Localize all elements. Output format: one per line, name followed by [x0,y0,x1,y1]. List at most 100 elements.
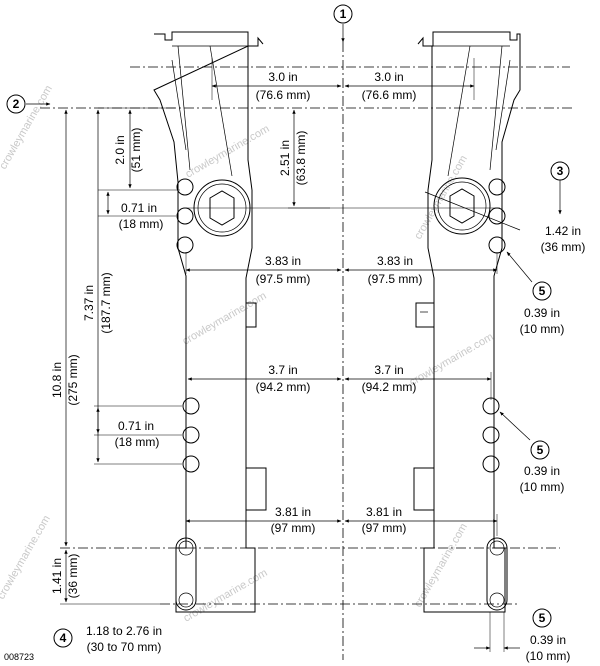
dim-383-left-mm: (97.5 mm) [256,272,311,286]
leader-line [506,251,533,283]
callout-3-number: 3 [557,164,564,178]
callouts: 1 2 3 4 5 5 5 [6,4,570,648]
dim-141-in: 1.41 in [50,558,64,594]
right-slot-bottom [489,592,505,608]
dim-383-left-in: 3.83 in [265,254,301,268]
callout-circle [53,628,73,648]
dim-251-in: 2.51 in [278,140,292,176]
dim-383-right-mm: (97.5 mm) [368,272,423,286]
right-hole [482,426,500,444]
left-hole [176,207,194,225]
dim-251-mm: (63.8 mm) [294,131,308,186]
dim-141-mm: (36 mm) [66,554,80,599]
left-hole [176,236,194,254]
dim-top-left-mm: (76.6 mm) [256,88,311,102]
leader-line [499,411,531,441]
callout-circle [532,281,552,301]
right-bracket [413,31,521,613]
dim-737-mm: (187.7 mm) [99,272,113,333]
dim-top-right-mm: (76.6 mm) [362,88,417,102]
dim-top-left-in: 3.0 in [268,70,297,84]
callout-5-number: 5 [539,611,546,625]
callout-circle [530,440,550,460]
watermark: crowleymarine.com [412,521,470,609]
dimension-labels: 3.0 in (76.6 mm) 3.0 in (76.6 mm) 0.71 i… [86,70,585,663]
dim-37-right-in: 3.7 in [374,363,403,377]
dim-071-lower-in: 0.71 in [118,419,154,433]
right-bolt-boss [433,177,491,235]
leader-line [424,191,521,231]
dim-slot-range-in: 1.18 to 2.76 in [86,624,162,638]
dim-slot-range-mm: (30 to 70 mm) [87,640,162,654]
dim-071-top-mm: (18 mm) [119,217,164,231]
right-bolt-boss-inner [437,181,487,231]
dim-108-mm: (275 mm) [66,354,80,405]
right-bolt-head [449,188,475,224]
dim-20-in: 2.0 in [113,135,127,164]
dim-37-left-in: 3.7 in [268,363,297,377]
dim-381-right-mm: (97 mm) [362,521,407,535]
right-slot-top [489,540,505,556]
left-arm-inner-line [209,45,233,177]
dim-039-c-in: 0.39 in [530,633,566,647]
dim-142-in: 1.42 in [545,224,581,238]
dim-039-c-mm: (10 mm) [526,649,571,663]
dim-039-a-in: 0.39 in [524,306,560,320]
left-hole [182,455,200,473]
left-tab [245,302,257,328]
right-hole [488,236,506,254]
watermark: crowleymarine.com [0,513,53,601]
dim-039-a-mm: (10 mm) [520,322,565,336]
right-hole [482,455,500,473]
right-slot [486,537,508,611]
dim-737-in: 7.37 in [82,285,96,321]
watermark: crowleymarine.com [181,290,269,348]
left-hole [182,426,200,444]
figure-id: 008723 [4,652,34,662]
vertical-dimension-labels: 2.0 in (51 mm) 2.51 in (63.8 mm) 7.37 in… [50,128,308,599]
callout-4-number: 4 [60,631,67,645]
left-arm-inner-line [171,59,187,151]
left-bolt-head [209,190,235,226]
watermark: crowleymarine.com [408,331,496,389]
dimension-lines [60,58,533,652]
callout-5-number: 5 [539,284,546,298]
dim-381-right-in: 3.81 in [366,505,402,519]
right-bracket-outline [417,31,521,613]
right-arm-inner-line [489,45,503,171]
dim-381-left-in: 3.81 in [275,505,311,519]
watermark: crowleymarine.com [184,123,272,181]
callout-2-number: 2 [13,97,20,111]
right-lower-tab [413,467,435,511]
dim-108-in: 10.8 in [50,362,64,398]
right-tab [415,302,435,328]
left-lower-tab [245,467,267,511]
left-bracket [153,31,267,613]
dim-039-b-in: 0.39 in [524,464,560,478]
watermark: crowleymarine.com [0,83,55,171]
watermark: crowleymarine.com [182,567,270,625]
callout-circle [333,4,353,24]
left-slot [175,537,197,611]
callout-circle [532,608,552,628]
dim-381-left-mm: (97 mm) [271,521,316,535]
callout-circle [6,94,26,114]
dim-071-lower-mm: (18 mm) [115,435,160,449]
dim-37-left-mm: (94.2 mm) [256,380,311,394]
right-arm-inner-line [447,45,471,177]
left-hole [182,397,200,415]
right-hole [482,397,500,415]
dim-142-mm: (36 mm) [541,240,586,254]
callout-1-number: 1 [340,7,347,21]
right-hole [488,178,506,196]
dim-383-right-in: 3.83 in [377,254,413,268]
callout-5-number: 5 [537,443,544,457]
callout-circle [550,161,570,181]
dim-039-b-mm: (10 mm) [520,480,565,494]
left-slot-top [178,540,194,556]
dim-071-top-in: 0.71 in [121,201,157,215]
dim-top-right-in: 3.0 in [374,70,403,84]
right-arm-inner-line [495,59,511,151]
watermarks: crowleymarine.com crowleymarine.com crow… [0,83,496,624]
